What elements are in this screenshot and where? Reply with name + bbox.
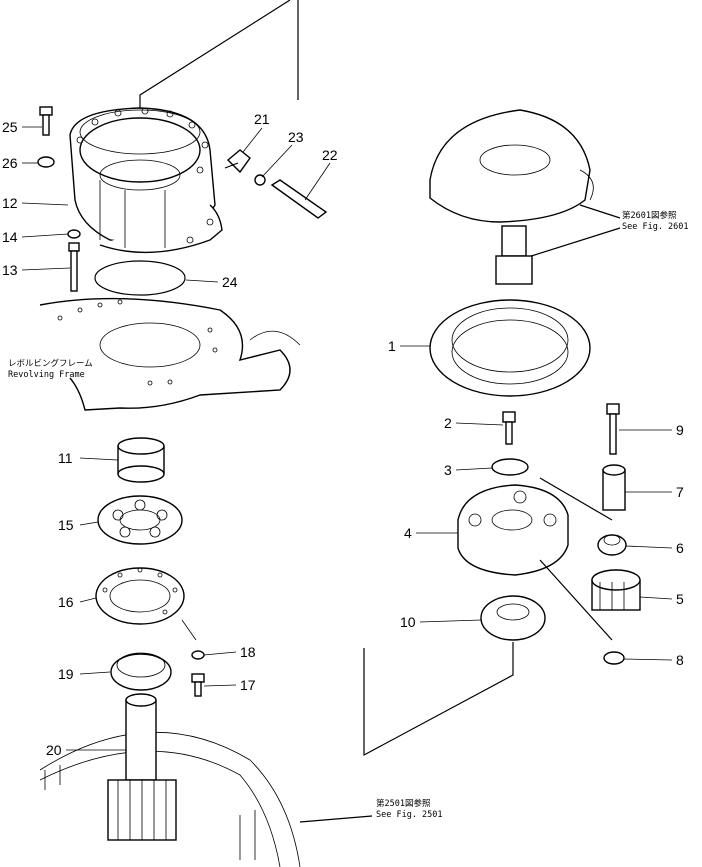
part-label-20: 20 xyxy=(46,742,62,758)
pin-22-shape xyxy=(270,179,328,219)
part-label-11: 11 xyxy=(58,450,73,466)
motor-housing-shape xyxy=(429,109,594,223)
frame-bolt-holes xyxy=(57,299,218,386)
fig2501-note-jp: 第2501図参照 xyxy=(376,798,431,809)
bolt-17-shape xyxy=(191,673,205,697)
part-label-14: 14 xyxy=(2,229,18,245)
part-label-13: 13 xyxy=(2,262,18,278)
revolving-frame-label-en: Revolving Frame xyxy=(8,370,85,380)
part-label-22: 22 xyxy=(322,147,338,163)
part-label-5: 5 xyxy=(676,591,684,607)
carrier-leader-b xyxy=(539,559,613,641)
part-label-2: 2 xyxy=(444,415,452,431)
fig2601-note-en: See Fig. 2601 xyxy=(622,222,689,232)
part-label-1: 1 xyxy=(388,338,396,354)
bolt-25-shape xyxy=(39,106,53,136)
gear-5-shape xyxy=(591,569,641,611)
bearing-15-shape xyxy=(97,495,183,545)
part-label-16: 16 xyxy=(58,594,74,610)
part-label-7: 7 xyxy=(676,484,684,500)
housing-bolt-holes xyxy=(76,107,214,244)
revolving-frame-shape xyxy=(39,297,301,411)
cage-16-shape xyxy=(95,567,185,625)
bearing-11-shape xyxy=(117,437,165,483)
part-label-18: 18 xyxy=(240,644,256,660)
ring-1-shape xyxy=(429,299,591,397)
top-routing-lines xyxy=(139,0,299,110)
part-number-labels: 25 26 12 14 13 21 23 22 24 11 15 16 19 2… xyxy=(2,111,684,758)
housing-12-shape xyxy=(69,107,223,254)
part-label-15: 15 xyxy=(58,517,74,533)
part-label-24: 24 xyxy=(222,274,238,290)
part-label-3: 3 xyxy=(444,462,452,478)
part-label-10: 10 xyxy=(400,614,416,630)
bearing-10-shape xyxy=(480,595,546,641)
bolt-2-shape xyxy=(502,411,516,445)
fig2601-leader xyxy=(579,204,621,219)
part-label-25: 25 xyxy=(2,119,18,135)
bolt-9-shape xyxy=(606,403,620,455)
part-label-23: 23 xyxy=(288,129,304,145)
reference-notes: レボルビングフレーム Revolving Frame 第2601図参照 See … xyxy=(8,210,689,820)
bottom-routing-line xyxy=(363,642,514,757)
bushing-7-shape xyxy=(602,464,626,511)
part-label-19: 19 xyxy=(58,666,74,682)
washer-23-shape xyxy=(254,174,266,186)
part-label-21: 21 xyxy=(254,111,270,127)
bearing-6-shape xyxy=(597,534,627,556)
washer-26-shape xyxy=(37,156,55,168)
motor-shaft-shape xyxy=(495,225,533,285)
part-label-6: 6 xyxy=(676,540,684,556)
cage-16-leader xyxy=(181,619,197,641)
ring-gear-outline xyxy=(39,731,301,867)
part-label-12: 12 xyxy=(2,195,18,211)
fig2501-leader xyxy=(299,815,373,823)
o-ring-24-shape xyxy=(94,260,186,296)
washer-14-shape xyxy=(67,229,81,239)
fig2601-leader-2 xyxy=(524,227,621,259)
fitting-21-shape xyxy=(224,149,251,174)
washer-8-shape xyxy=(603,651,625,665)
carrier-4-shape xyxy=(457,484,569,576)
washer-18-shape xyxy=(191,650,205,660)
part-label-4: 4 xyxy=(404,525,412,541)
ring-19-shape xyxy=(110,652,172,691)
revolving-frame-label-jp: レボルビングフレーム xyxy=(8,358,93,369)
fig2601-note-jp: 第2601図参照 xyxy=(622,210,677,221)
carrier-leader-a xyxy=(539,477,613,521)
part-label-17: 17 xyxy=(240,677,256,693)
leader-lines xyxy=(21,126,673,751)
fig2501-note-en: See Fig. 2501 xyxy=(376,810,443,820)
shaft-20-shape xyxy=(107,693,177,841)
bolt-13-shape xyxy=(68,242,80,292)
part-label-8: 8 xyxy=(676,652,684,668)
plate-3-shape xyxy=(491,458,529,476)
part-label-9: 9 xyxy=(676,422,684,438)
part-label-26: 26 xyxy=(2,155,18,171)
